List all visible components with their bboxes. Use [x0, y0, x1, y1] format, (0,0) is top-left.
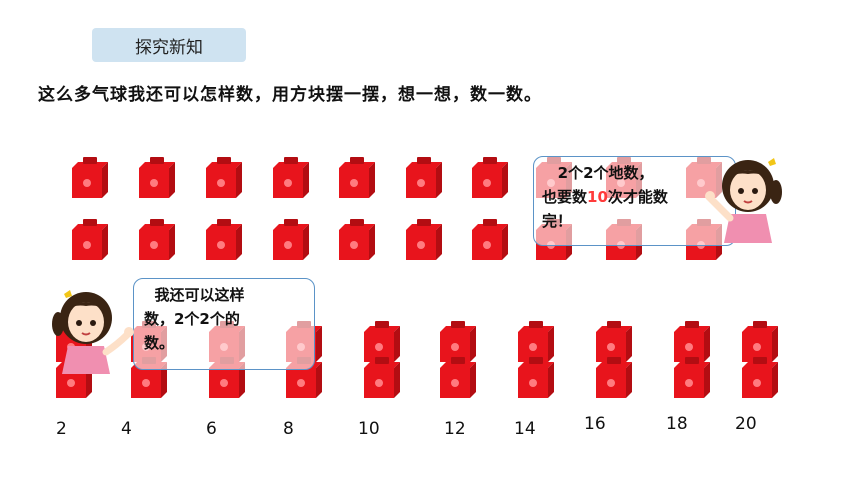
stacked-cube: [736, 356, 780, 400]
count-label: 2: [56, 419, 67, 439]
cube: [400, 218, 444, 262]
speech-bubble-top: 2个2个地数， 也要数10次才能数 完！: [533, 156, 736, 246]
count-label: 12: [444, 419, 466, 439]
cube: [200, 156, 244, 200]
girl-illustration-right: [700, 148, 790, 243]
cube: [333, 156, 377, 200]
cube: [133, 218, 177, 262]
cube: [200, 218, 244, 262]
cube: [267, 156, 311, 200]
bubble-bottom-line2: 数，2个2个的: [144, 310, 240, 328]
bubble-bottom-line1: 我还可以这样: [154, 286, 245, 304]
girl-illustration-left: [44, 284, 136, 374]
count-label: 4: [121, 419, 132, 439]
count-label: 6: [206, 419, 217, 439]
bubble-bottom-line3: 数。: [144, 334, 175, 352]
cube: [66, 156, 110, 200]
bubble-top-line3: 完！: [542, 212, 573, 230]
section-tag-label: 探究新知: [135, 37, 203, 58]
highlight-number: 10: [587, 188, 608, 206]
stacked-cube: [434, 320, 478, 364]
count-label: 18: [666, 414, 688, 434]
bubble-top-line2: 也要数10次才能数: [542, 188, 668, 206]
section-tag: 探究新知: [92, 28, 246, 62]
count-label: 16: [584, 414, 606, 434]
stacked-cube: [590, 356, 634, 400]
cube: [133, 156, 177, 200]
stacked-cube: [668, 356, 712, 400]
cube: [466, 218, 510, 262]
stacked-cube: [358, 356, 402, 400]
bubble-top-line1: 2个2个地数，: [557, 164, 654, 182]
cube: [66, 218, 110, 262]
count-label: 20: [735, 414, 757, 434]
cube: [400, 156, 444, 200]
question-text: 这么多气球我还可以怎样数，用方块摆一摆，想一想，数一数。: [38, 85, 542, 105]
cube: [267, 218, 311, 262]
cube: [466, 156, 510, 200]
count-label: 8: [283, 419, 294, 439]
stacked-cube: [512, 356, 556, 400]
count-label: 14: [514, 419, 536, 439]
stacked-cube: [590, 320, 634, 364]
cube: [333, 218, 377, 262]
speech-bubble-bottom: 我还可以这样 数，2个2个的 数。: [133, 278, 315, 370]
stacked-cube: [434, 356, 478, 400]
stacked-cube: [512, 320, 556, 364]
count-label: 10: [358, 419, 380, 439]
